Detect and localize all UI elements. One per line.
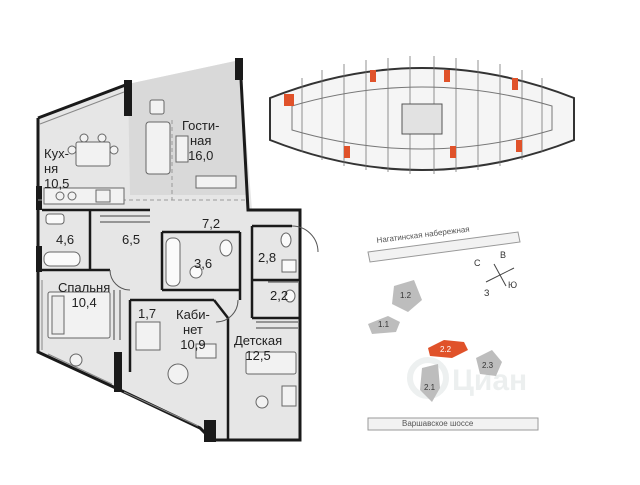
bedroom-furniture — [47, 291, 111, 367]
outer-wall-right — [212, 59, 302, 442]
room-label-bedroom: Спальня 10,4 — [58, 280, 110, 310]
room-name-line: ня — [44, 161, 59, 176]
street-top — [367, 231, 521, 263]
bathroom-fixtures — [43, 213, 297, 303]
unit-markers — [344, 70, 522, 158]
room-label-living: Гости- ная 16,0 — [182, 118, 219, 163]
apartment-floor-plan: Кух- ня 10,5 Гости- ная 16,0 7,2 4,6 6,5… — [36, 58, 319, 442]
room-area-bath-small: 4,6 — [56, 232, 75, 247]
building-2-2-highlighted — [428, 340, 468, 358]
highlighted-unit — [284, 94, 294, 106]
building-label-2-3: 2.3 — [482, 361, 494, 370]
room-area-corridor: 6,5 — [122, 232, 141, 247]
building-1-2 — [392, 280, 422, 312]
kids-furniture — [245, 351, 297, 409]
room-name: Детская — [234, 333, 283, 348]
room-name-line: Гости- — [182, 118, 220, 133]
room-name-line: Кух- — [44, 146, 69, 161]
building-2-3 — [476, 350, 502, 376]
study-furniture — [135, 321, 217, 385]
compass-west: З — [484, 288, 490, 298]
compass-east: В — [500, 250, 507, 260]
floor-plan-drawing — [36, 58, 319, 442]
kitchen-furniture — [43, 133, 125, 205]
room-area: 16,0 — [188, 148, 214, 163]
compass-rose — [485, 263, 515, 287]
wall-pier — [235, 58, 243, 80]
room-label-kids: Детская 12,5 — [234, 333, 282, 363]
room-name-line: ная — [190, 133, 212, 148]
room-area: 10,9 — [180, 337, 206, 352]
room-name-line: Каби- — [176, 307, 210, 322]
building-label-2-1: 2.1 — [424, 383, 436, 392]
room-name-line: нет — [182, 322, 203, 337]
room-area-passage: 1,7 — [138, 306, 157, 321]
street-label-bottom: Варшавское шоссе — [402, 419, 474, 428]
room-name: Спальня — [58, 280, 111, 295]
building-2-1 — [420, 364, 440, 402]
interior-walls — [42, 208, 300, 440]
building-1-1 — [368, 316, 400, 334]
outer-wall — [37, 82, 129, 120]
room-area-closet: 2,2 — [270, 288, 289, 303]
room-area-wc: 2,8 — [258, 250, 277, 265]
wall-pier — [124, 80, 132, 116]
room-area: 10,4 — [71, 295, 97, 310]
wall-pier — [204, 420, 216, 442]
living-furniture — [145, 99, 237, 189]
closet-hatching — [100, 215, 298, 340]
room-area: 12,5 — [245, 348, 271, 363]
site-plan-drawing — [367, 231, 539, 431]
floor-overview-drawing — [269, 56, 575, 174]
room-area: 10,5 — [44, 176, 70, 191]
room-label-study: Каби- нет 10,9 — [176, 307, 210, 352]
building-label-1-1: 1.1 — [378, 320, 390, 329]
room-area-bathroom: 3,6 — [194, 256, 213, 271]
building-label-1-2: 1.2 — [400, 291, 412, 300]
site-plan: Нагатинская набережная Варшавское шоссе … — [358, 225, 630, 450]
street-bottom — [367, 417, 539, 431]
wall-pier — [36, 246, 42, 272]
watermark-text: Циан — [452, 364, 528, 397]
compass-south: Ю — [508, 280, 518, 290]
compass-north: С — [474, 258, 481, 268]
floor-overview — [262, 48, 582, 186]
room-area-hall: 7,2 — [202, 216, 221, 231]
room-label-kitchen: Кух- ня 10,5 — [44, 146, 69, 191]
building-label-2-2: 2.2 — [440, 345, 452, 354]
wall-pier — [114, 352, 122, 392]
wall-pier — [36, 186, 42, 210]
